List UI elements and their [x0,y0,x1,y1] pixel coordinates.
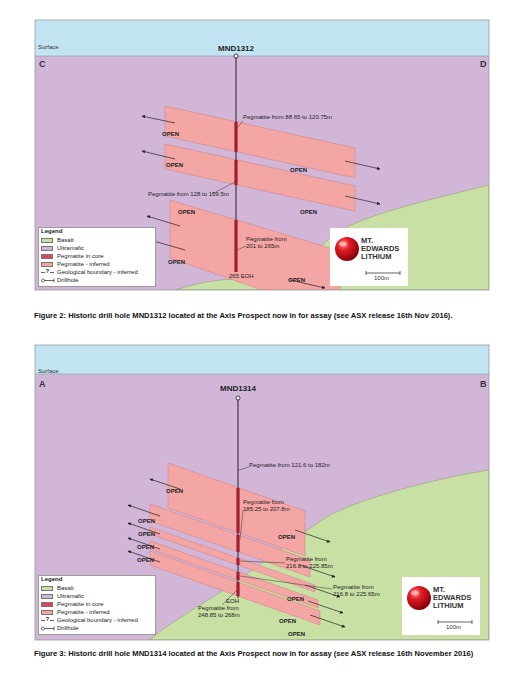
legend-swatch [41,594,53,599]
intercept-callout: Pegmatite from 88.65 to 120.75m [243,114,332,121]
legend-text: Pegmatite - inferred [57,261,110,268]
logo-highlight [411,591,419,596]
surface-label: Surface [38,44,59,51]
logo-sphere [335,237,359,261]
open-label: OPEN [279,618,296,625]
section-letter: D [480,59,487,69]
legend-text: Ultramafic [57,245,84,252]
open-label: OPEN [168,259,185,266]
open-label: OPEN [166,162,183,169]
logo-sphere [407,586,431,610]
legend-swatch [41,254,53,259]
legend-heading: Legend [41,576,62,583]
legend-text: Drillhole [57,625,79,632]
open-label: OPEN [287,596,304,603]
scale-label: 100m [446,624,461,630]
legend-text: Ultramafic [57,593,84,600]
legend-text: Geological boundary - inferred [57,617,138,624]
open-label: OPEN [290,167,307,174]
surface-label: Surface [38,368,59,375]
open-label: OPEN [300,209,317,216]
legend-swatch [41,602,53,607]
intercept-callout: Pegmatite from 216.8 to 225.65m [333,584,383,598]
logo-text: MT. EDWARDS LITHIUM [433,586,473,610]
legend-swatch [41,246,53,251]
section-letter: B [480,379,487,389]
open-label: OPEN [178,209,195,216]
legend-text: Pegmatite in core [57,601,104,608]
legend-swatch [41,238,53,243]
scale-label: 100m [374,275,389,281]
open-label: OPEN [278,534,295,541]
open-label: OPEN [288,277,305,284]
drillhole-name: MND1314 [208,384,268,393]
open-label: OPEN [162,131,179,138]
scale-bar [366,271,400,275]
open-label: OPEN [166,488,183,495]
legend-text: Geological boundary - inferred [57,269,138,276]
figure-caption: Figure 3: Historic drill hole MND1314 lo… [34,649,504,658]
intercept-callout: Pegmatite from 216.8 to 225.85m [286,556,336,570]
legend-text: Basalt [57,585,74,592]
logo-highlight [339,242,347,247]
legend-swatch [41,586,53,591]
boundary-query: ? [45,616,50,623]
legend-text: Pegmatite in core [57,253,104,260]
legend-line-sample [41,277,55,285]
intercept-callout: Pegmatite from 185.25 to 207.8m [243,499,293,513]
section-letter: C [39,59,46,69]
open-label: OPEN [288,631,305,638]
logo-text: MT. EDWARDS LITHIUM [361,237,401,261]
figure-caption: Figure 2: Historic drill hole MND1312 lo… [34,311,504,320]
intercept-callout: Pegmatite from 248.85 to 268m [198,605,244,619]
open-label: OPEN [137,557,154,564]
scale-bar [438,620,472,624]
drillhole-name: MND1312 [206,44,266,53]
legend-swatch [41,610,53,615]
open-label: OPEN [137,544,154,551]
intercept-callout: Pegmatite from 201 to 265m [246,236,292,250]
logo-box: MT. EDWARDS LITHIUM 100m [402,577,480,635]
intercept-callout: Pegmatite from 121.6 to 182m [249,462,330,469]
logo-box: MT. EDWARDS LITHIUM 100m [330,228,408,286]
boundary-query: ? [45,268,50,275]
eoh-label: EOH [226,598,239,605]
section-ab [35,345,489,640]
legend-text: Drillhole [57,277,79,284]
legend-line-sample [41,625,55,633]
intercept-callout: Pegmatite from 128 to 159.5m [148,191,229,198]
legend-text: Pegmatite - inferred [57,609,110,616]
section-cd [35,20,489,290]
legend-swatch [41,262,53,267]
open-label: OPEN [138,518,155,525]
section-letter: A [39,379,46,389]
eoh-label: 265 EOH [229,273,254,280]
legend-heading: Legend [41,228,62,235]
legend-text: Basalt [57,237,74,244]
open-label: OPEN [138,531,155,538]
